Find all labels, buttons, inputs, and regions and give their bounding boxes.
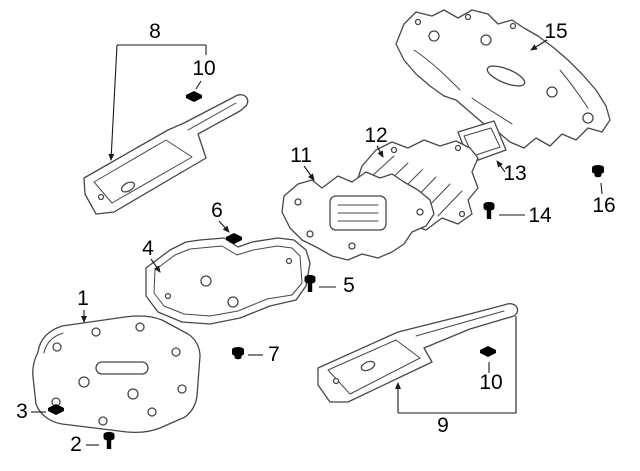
callout-16: 16 bbox=[592, 194, 615, 217]
part-8-deflector-rail bbox=[83, 94, 249, 215]
callout-12: 12 bbox=[364, 124, 387, 147]
part-1-skid-plate bbox=[32, 315, 201, 434]
nut-icon bbox=[592, 165, 604, 178]
callout-6: 6 bbox=[211, 199, 223, 222]
clip-icon bbox=[480, 346, 496, 357]
callout-15: 15 bbox=[544, 20, 567, 43]
callout-2: 2 bbox=[70, 433, 82, 456]
part-9-deflector-rail bbox=[317, 303, 519, 403]
clip-icon bbox=[186, 91, 202, 102]
leader-lines bbox=[31, 39, 603, 446]
callout-8: 8 bbox=[149, 20, 161, 43]
part-15-heat-shield bbox=[395, 9, 611, 149]
callout-7: 7 bbox=[268, 343, 280, 366]
callout-3: 3 bbox=[16, 400, 28, 423]
callout-9: 9 bbox=[437, 414, 449, 437]
nut-icon bbox=[232, 347, 244, 360]
part-4-splash-shield bbox=[145, 237, 311, 325]
callout-13: 13 bbox=[503, 162, 526, 185]
callout-5: 5 bbox=[343, 274, 355, 297]
callout-4: 4 bbox=[142, 237, 154, 260]
callout-11: 11 bbox=[290, 144, 312, 167]
screw-icon bbox=[483, 201, 495, 219]
callout-10-top: 10 bbox=[192, 57, 215, 80]
part-11-underbody-shield bbox=[281, 171, 435, 261]
callout-10-bottom: 10 bbox=[479, 371, 502, 394]
callout-14: 14 bbox=[528, 204, 552, 227]
screw-icon bbox=[103, 431, 115, 449]
callout-1: 1 bbox=[77, 287, 89, 310]
